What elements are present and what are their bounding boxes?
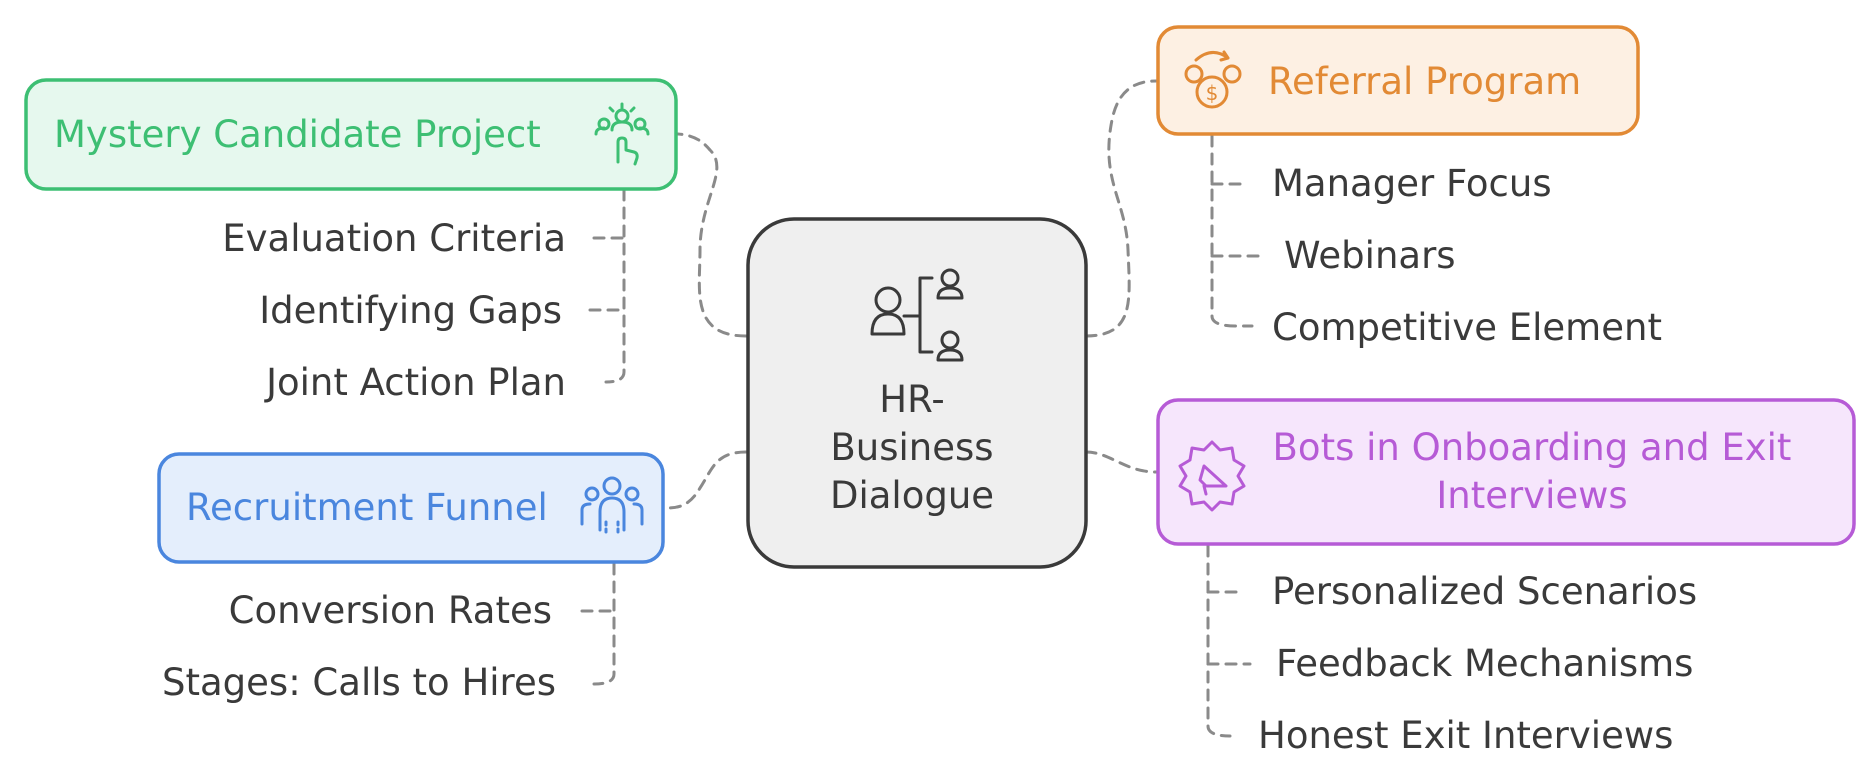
connector-center-referral — [1084, 79, 1158, 338]
center-node[interactable]: HR- Business Dialogue — [746, 217, 1088, 569]
svg-text:$: $ — [1206, 81, 1219, 105]
recruitment-funnel-box — [157, 452, 665, 564]
megaphone-badge-icon — [1178, 440, 1246, 512]
money-exchange-icon: $ — [1184, 50, 1242, 109]
bots-box — [1156, 398, 1856, 546]
referral-program-title: Referral Program — [1268, 60, 1581, 103]
bots-item-0: Personalized Scenarios — [1272, 570, 1697, 613]
referral-item-2: Competitive Element — [1272, 306, 1662, 349]
center-title-line-3: Dialogue — [830, 474, 994, 517]
connector-referral-trunk — [1210, 134, 1254, 328]
connector-funnel-trunk — [592, 562, 616, 686]
referral-program-node[interactable]: $ Referral Program — [1156, 25, 1640, 136]
connector-bots-trunk — [1206, 544, 1232, 738]
connector-mystery-trunk — [604, 188, 626, 384]
bots-item-1: Feedback Mechanisms — [1276, 642, 1693, 685]
group-people-icon — [580, 476, 644, 534]
bots-node[interactable]: Bots in Onboarding and Exit Interviews — [1156, 398, 1856, 546]
center-node-box — [746, 217, 1088, 569]
bots-item-2: Honest Exit Interviews — [1258, 714, 1673, 757]
connector-center-bots — [1084, 450, 1158, 474]
mystery-item-0: Evaluation Criteria — [222, 217, 566, 260]
org-chart-icon — [870, 268, 964, 362]
center-title-line-2: Business — [830, 426, 993, 469]
mystery-candidate-box — [24, 78, 678, 191]
connectors — [580, 79, 1264, 738]
connector-center-funnel — [664, 450, 748, 510]
bots-title-line-2: Interviews — [1436, 474, 1627, 517]
team-pointer-icon — [594, 102, 650, 166]
mystery-candidate-node[interactable]: Mystery Candidate Project — [24, 78, 678, 191]
recruitment-funnel-node[interactable]: Recruitment Funnel — [157, 452, 665, 564]
funnel-item-1: Stages: Calls to Hires — [162, 661, 556, 704]
referral-item-1: Webinars — [1284, 234, 1456, 277]
connector-center-mystery — [676, 132, 748, 338]
mystery-item-2: Joint Action Plan — [264, 361, 566, 404]
center-title-line-1: HR- — [879, 378, 944, 421]
referral-item-0: Manager Focus — [1272, 162, 1552, 205]
bots-title-line-1: Bots in Onboarding and Exit — [1273, 426, 1792, 469]
funnel-item-0: Conversion Rates — [229, 589, 552, 632]
referral-program-box — [1156, 25, 1640, 136]
recruitment-funnel-title: Recruitment Funnel — [186, 486, 548, 529]
mystery-candidate-title: Mystery Candidate Project — [54, 113, 541, 156]
mystery-item-1: Identifying Gaps — [259, 289, 562, 332]
